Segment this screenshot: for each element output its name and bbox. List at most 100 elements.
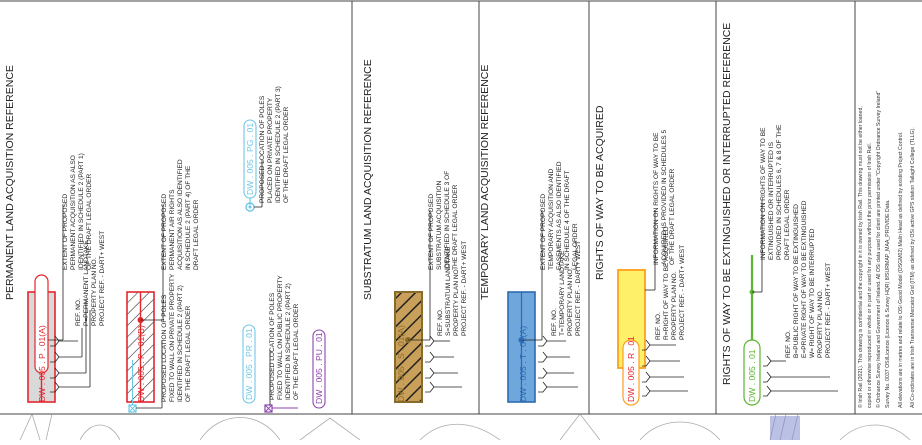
svg-text:PROVIDED IN SCHEDULES 6, 7 & 8: PROVIDED IN SCHEDULES 6, 7 & 8 OF THE bbox=[776, 124, 783, 260]
copyright-notes: © Irish Rail (2021). This drawing is con… bbox=[857, 91, 916, 408]
pole-pr-tag-text: DW . 005 . PR . 01 bbox=[244, 328, 254, 400]
permanent-tag-a bbox=[34, 274, 49, 374]
permanent-section: PERMANENT LAND ACQUISITION REFERENCE EXT… bbox=[4, 65, 326, 413]
svg-text:PROPERTY PLAN NO.: PROPERTY PLAN NO. bbox=[671, 271, 678, 340]
ref-brackets bbox=[538, 335, 578, 393]
permanent-a-description: EXTENT OF PROPOSED PERMANENT ACQUISITION… bbox=[62, 153, 93, 270]
ref-brackets bbox=[763, 355, 838, 397]
svg-text:FIXED TO WALL ON PRIVATE PROPE: FIXED TO WALL ON PRIVATE PROPERTY bbox=[169, 273, 176, 402]
svg-text:OF THE DRAFT LEGAL ORDER: OF THE DRAFT LEGAL ORDER bbox=[293, 304, 300, 400]
svg-text:PROJECT REF. - DART+ WEST: PROJECT REF. - DART+ WEST bbox=[575, 241, 582, 336]
svg-text:EASEMENTS AS ALSO IDENTIFIED: EASEMENTS AS ALSO IDENTIFIED bbox=[556, 161, 563, 270]
svg-text:REF. NO.: REF. NO. bbox=[785, 330, 792, 358]
svg-text:PROPOSED LOCATION OF POLES: PROPOSED LOCATION OF POLES bbox=[161, 294, 168, 402]
svg-text:OF THE DRAFT LEGAL ORDER: OF THE DRAFT LEGAL ORDER bbox=[185, 306, 192, 402]
svg-text:EXTINGUISHED OR INTERRUPTED IS: EXTINGUISHED OR INTERRUPTED IS bbox=[768, 141, 775, 260]
svg-text:EXTENT OF PROPOSED: EXTENT OF PROPOSED bbox=[540, 194, 547, 270]
svg-text:ACQUISITION AS ALSO IDENTIFIED: ACQUISITION AS ALSO IDENTIFIED bbox=[177, 159, 184, 270]
svg-text:© Ordnance Survey Ireland and: © Ordnance Survey Ireland and Government… bbox=[875, 91, 882, 408]
pole-pu-tag-text: DW . 005 . PU . 01 bbox=[314, 332, 324, 404]
svg-text:PROJECT REF. - DART+ WEST: PROJECT REF. - DART+ WEST bbox=[99, 231, 106, 326]
svg-text:SUBSTRATUM ACQUISITION: SUBSTRATUM ACQUISITION bbox=[436, 180, 443, 270]
pole-pg-tag bbox=[243, 119, 257, 199]
temporary-heading: TEMPORARY LAND ACQUISITION REFERENCE bbox=[479, 65, 491, 300]
svg-text:EXTENT OF PROPOSED: EXTENT OF PROPOSED bbox=[62, 194, 69, 270]
permanent-b-description: EXTENT OF PROPOSED PERMANENT AIR RIGHTS … bbox=[161, 159, 200, 270]
svg-text:IN SCHEDULE 4 OF THE DRAFT: IN SCHEDULE 4 OF THE DRAFT bbox=[564, 170, 571, 270]
substratum-heading: SUBSTRATUM LAND ACQUISITION REFERENCE bbox=[362, 59, 374, 300]
pole-pg-description: PROPOSED LOCATION OF POLES PLACED ON PRI… bbox=[259, 86, 290, 203]
svg-text:IDENTIFIED IN SCHEDULE 2 (PART: IDENTIFIED IN SCHEDULE 2 (PART 3) bbox=[275, 86, 282, 203]
svg-text:E=PRIVATE RIGHT OF WAY TO BE E: E=PRIVATE RIGHT OF WAY TO BE EXTINGUISHE… bbox=[801, 200, 808, 358]
svg-text:THE DRAFT LEGAL ORDER: THE DRAFT LEGAL ORDER bbox=[452, 184, 459, 270]
temporary-ref-labels: REF. NO. T=TEMPORARY LANDTAKE PROPERTY P… bbox=[551, 241, 582, 336]
svg-text:REF. NO.: REF. NO. bbox=[655, 312, 662, 340]
svg-text:DRAFT LEGAL ORDER: DRAFT LEGAL ORDER bbox=[784, 189, 791, 260]
svg-text:OF THE DRAFT LEGAL ORDER: OF THE DRAFT LEGAL ORDER bbox=[283, 107, 290, 203]
svg-text:All Co-ordinates are in Irish: All Co-ordinates are in Irish Transverse… bbox=[910, 127, 916, 408]
svg-text:Survey No. 0037 OSi/Licence (L: Survey No. 0037 OSi/Licence (Licence & S… bbox=[885, 200, 891, 408]
svg-text:PROJECT REF. - DART+ WEST: PROJECT REF. - DART+ WEST bbox=[679, 245, 686, 340]
pole-pu-tag bbox=[312, 329, 326, 409]
rights-tag bbox=[622, 339, 640, 406]
extinguished-description: INFORMATION ON RIGHTS OF WAY TO BE EXTIN… bbox=[760, 124, 791, 260]
svg-text:PROJECT REF. - DART+ WEST: PROJECT REF. - DART+ WEST bbox=[825, 263, 832, 358]
svg-text:B=PUBLIC RIGHT OF WAY TO BE EX: B=PUBLIC RIGHT OF WAY TO BE EXTINGUISHED bbox=[793, 204, 800, 358]
svg-text:S=SUBSTRATUM LANDTAKE: S=SUBSTRATUM LANDTAKE bbox=[445, 246, 452, 336]
svg-text:IDENTIFIED IN SCHEDULE 3 OF: IDENTIFIED IN SCHEDULE 3 OF bbox=[444, 171, 451, 270]
rights-heading: RIGHTS OF WAY TO BE ACQUIRED bbox=[594, 105, 606, 280]
svg-text:REF. NO.: REF. NO. bbox=[551, 308, 558, 336]
svg-text:PERMANENT AIR RIGHTS: PERMANENT AIR RIGHTS bbox=[169, 189, 176, 270]
svg-text:PROPERTY PLAN NO.: PROPERTY PLAN NO. bbox=[91, 257, 98, 326]
svg-text:IDENTIFIED IN SCHEDULE 2 (PART: IDENTIFIED IN SCHEDULE 2 (PART 1) bbox=[78, 153, 85, 270]
svg-text:INFORMATION ON RIGHTS OF WAY T: INFORMATION ON RIGHTS OF WAY TO BE bbox=[760, 127, 767, 260]
pole-pg-tag-text: DW . 005 . PG . 01 bbox=[245, 123, 255, 195]
svg-text:INFORMATION ON RIGHTS OF WAY T: INFORMATION ON RIGHTS OF WAY TO BE bbox=[653, 132, 660, 265]
svg-text:PROPOSED LOCATION OF POLES: PROPOSED LOCATION OF POLES bbox=[269, 292, 276, 400]
svg-text:FIXED TO WALL ON PUBLIC PROPER: FIXED TO WALL ON PUBLIC PROPERTY bbox=[277, 275, 284, 400]
substratum-ref-labels: REF. NO. S=SUBSTRATUM LANDTAKE PROPERTY … bbox=[437, 241, 468, 336]
svg-text:TEMPORARY ACQUISITION AND: TEMPORARY ACQUISITION AND bbox=[548, 169, 555, 270]
svg-text:IDENTIFIED IN SCHEDULE 2 (PART: IDENTIFIED IN SCHEDULE 2 (PART 2) bbox=[285, 283, 292, 400]
svg-text:PROPERTY PLAN NO.: PROPERTY PLAN NO. bbox=[567, 267, 574, 336]
extinguished-tag bbox=[743, 339, 761, 406]
rights-tag-text: DW . 005 . R . 01 bbox=[626, 336, 636, 402]
svg-text:IN SCHEDULE 2 (PART 4) OF THE: IN SCHEDULE 2 (PART 4) OF THE bbox=[185, 165, 192, 270]
svg-text:ACQUIRED IS PROVIDED IN SCHEDU: ACQUIRED IS PROVIDED IN SCHEDULES 5 bbox=[661, 129, 668, 265]
substratum-description: EXTENT OF PROPOSED SUBSTRATUM ACQUISITIO… bbox=[428, 171, 459, 270]
substratum-swatch bbox=[394, 291, 423, 403]
svg-text:PROPERTY PLAN NO.: PROPERTY PLAN NO. bbox=[453, 267, 460, 336]
svg-text:T=TEMPORARY LANDTAKE: T=TEMPORARY LANDTAKE bbox=[559, 250, 566, 336]
rights-ref-labels: REF. NO. R=RIGHT OF WAY TO BE ACQUIRED P… bbox=[655, 226, 686, 340]
svg-text:EXTENT OF PROPOSED: EXTENT OF PROPOSED bbox=[428, 194, 435, 270]
svg-text:P=PERMANENT LANDTAKE: P=PERMANENT LANDTAKE bbox=[83, 240, 90, 326]
svg-text:PROJECT REF. - DART+ WEST: PROJECT REF. - DART+ WEST bbox=[461, 241, 468, 336]
permanent-heading: PERMANENT LAND ACQUISITION REFERENCE bbox=[4, 65, 16, 300]
extinguished-section: RIGHTS OF WAY TO BE EXTINGUISHED OR INTE… bbox=[721, 23, 838, 406]
ref-brackets bbox=[642, 339, 688, 397]
rights-acquired-section: RIGHTS OF WAY TO BE ACQUIRED INFORMATION… bbox=[594, 105, 688, 406]
svg-text:REF. NO.: REF. NO. bbox=[437, 308, 444, 336]
extinguished-tag-text: DW . 005 . 01 bbox=[747, 349, 757, 402]
ref-brackets bbox=[50, 300, 91, 393]
permanent-tag-a-text: DW . 005 . P . 01(A) bbox=[37, 325, 47, 402]
svg-text:OF THE DRAFT LEGAL ORDER: OF THE DRAFT LEGAL ORDER bbox=[86, 174, 93, 270]
substratum-section: SUBSTRATUM LAND ACQUISITION REFERENCE EX… bbox=[362, 59, 468, 403]
svg-text:copied or otherwise reproduced: copied or otherwise reproduced in whole … bbox=[867, 143, 873, 408]
temporary-section: TEMPORARY LAND ACQUISITION REFERENCE EXT… bbox=[479, 65, 582, 403]
map-strip bbox=[19, 412, 911, 441]
temporary-tag-text: DW . 005 . T . 01(A) bbox=[518, 326, 528, 402]
rights-description: INFORMATION ON RIGHTS OF WAY TO BE ACQUI… bbox=[653, 129, 676, 265]
svg-text:OF THE DRAFT LEGAL ORDER: OF THE DRAFT LEGAL ORDER bbox=[669, 169, 676, 265]
svg-text:IDENTIFIED IN SCHEDULE 2 (PART: IDENTIFIED IN SCHEDULE 2 (PART 2) bbox=[177, 285, 184, 402]
permanent-tag-b-text: DW . 005 . P . 01(B) bbox=[136, 325, 146, 402]
svg-text:All elevations are in metres a: All elevations are in metres and relate … bbox=[898, 132, 904, 408]
svg-text:LEGAL ORDER: LEGAL ORDER bbox=[572, 223, 579, 270]
frame bbox=[0, 0, 922, 415]
svg-text:EXTENT OF PROPOSED: EXTENT OF PROPOSED bbox=[161, 194, 168, 270]
temporary-description: EXTENT OF PROPOSED TEMPORARY ACQUISITION… bbox=[540, 161, 579, 270]
svg-text:PERMANENT ACQUISITION AS ALSO: PERMANENT ACQUISITION AS ALSO bbox=[70, 155, 77, 270]
pole-pr-tag bbox=[242, 324, 256, 404]
pole-pu-description: PROPOSED LOCATION OF POLES FIXED TO WALL… bbox=[269, 275, 300, 400]
